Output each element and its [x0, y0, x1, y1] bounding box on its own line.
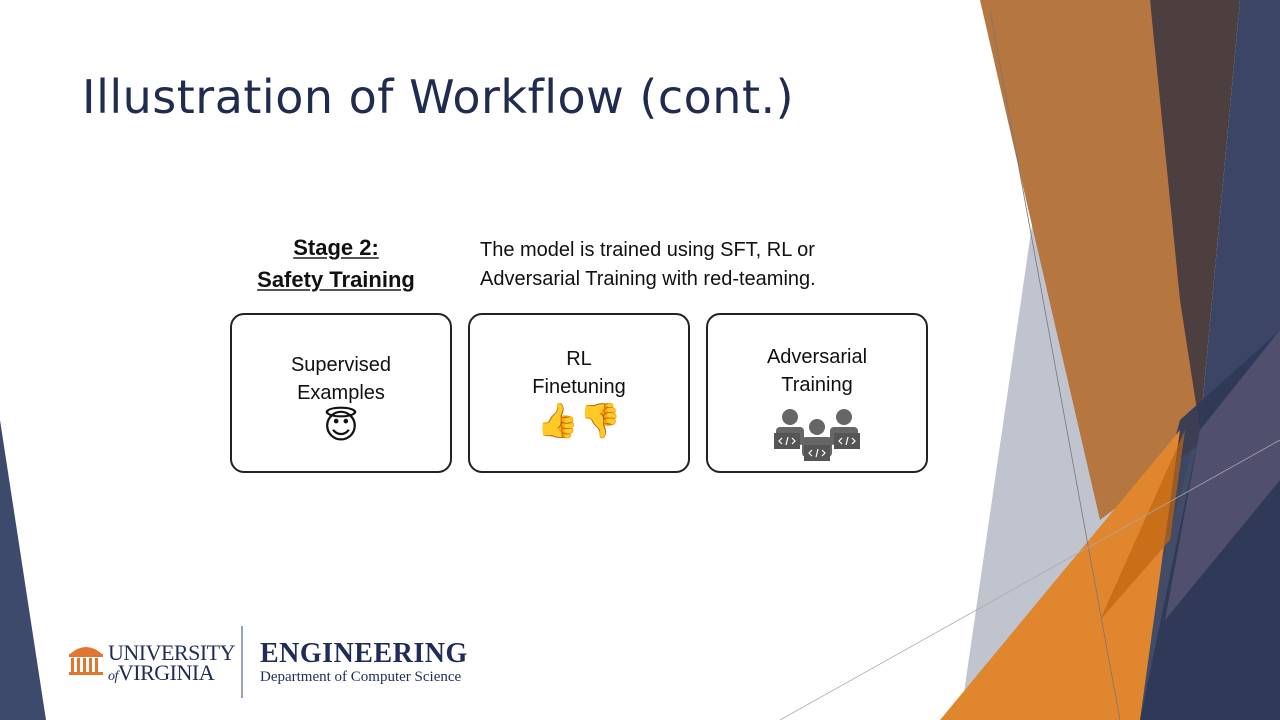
stage-number: Stage 2: — [293, 235, 379, 260]
university-of-virginia-wordmark: UNIVERSITY ofVIRGINIA — [108, 640, 236, 687]
box-label: Training — [781, 374, 853, 396]
stage-heading: Stage 2: Safety Training — [236, 232, 436, 296]
box-label: Finetuning — [532, 376, 626, 398]
rl-finetuning-box: RL Finetuning 👍👎 — [468, 313, 690, 473]
box-label: Supervised — [290, 354, 392, 376]
halo-smile-emoji-icon: 😇 — [323, 407, 359, 447]
box-label: RL — [566, 348, 592, 370]
red-team-people-icon — [774, 409, 860, 461]
uva-line-1: UNIVERSITY — [108, 640, 236, 665]
uva-rotunda-logo-icon — [69, 647, 103, 675]
description-line: The model is trained using SFT, RL or — [480, 239, 815, 261]
supervised-examples-box: Supervised Examples 😇 — [230, 313, 452, 473]
slide-title: Illustration of Workflow (cont.) — [82, 70, 795, 124]
engineering-label: ENGINEERING — [260, 638, 468, 669]
box-label: Adversarial — [766, 346, 868, 368]
department-label: Department of Computer Science — [260, 669, 462, 685]
uva-of: of — [108, 669, 118, 684]
stage-description: The model is trained using SFT, RL or Ad… — [480, 236, 816, 294]
thumbs-up-down-icon: 👍👎 — [536, 401, 622, 441]
uva-line-2: VIRGINIA — [117, 660, 215, 685]
box-label: Examples — [297, 382, 385, 404]
stage-name: Safety Training — [257, 267, 415, 292]
footer-divider — [241, 626, 243, 698]
description-line: Adversarial Training with red-teaming. — [480, 268, 816, 290]
adversarial-training-box: Adversarial Training — [706, 313, 928, 473]
